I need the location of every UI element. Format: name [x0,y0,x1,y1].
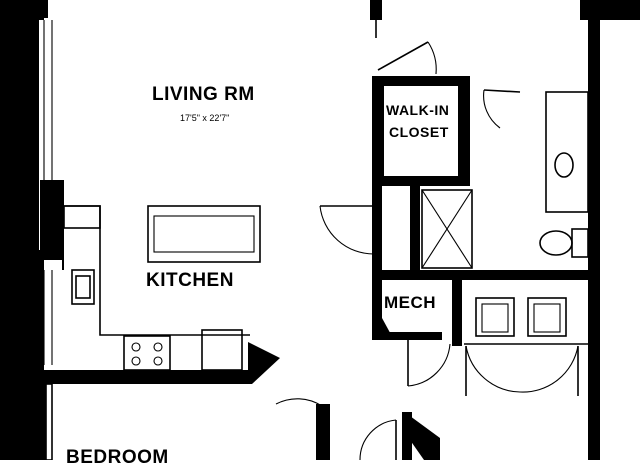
sink-bowl [554,152,574,178]
bedroom-walls [28,342,280,460]
sink-basin [75,275,91,299]
burner-4 [153,356,163,366]
bedroom-closet [359,412,440,460]
bedroom-door-jamb [316,404,330,460]
bedroom-wall-inner [45,383,53,460]
bedroom-wall-top [28,370,248,384]
top-partition [370,0,382,20]
burner-2 [153,342,163,352]
sink [71,269,95,305]
closet-door [483,89,521,129]
left-exterior-wall [0,0,64,460]
bedroom-wall-left [28,370,46,460]
dryer [527,297,567,337]
walk-in-label-line2: CLOSET [389,124,449,140]
closet-door-swing [483,89,501,129]
cooktop [123,335,171,371]
island-outer [147,205,261,263]
bath-door-swing [319,205,375,255]
bathtub [545,91,589,213]
bedroom-closet-post [402,412,412,460]
mech-door-swing [407,343,451,387]
entry-door-swing [427,41,437,75]
mech-door [407,340,451,387]
washer-door [481,303,509,333]
living-room-label: LIVING RM [152,84,255,105]
mech-label: MECH [384,293,437,312]
kitchen-label: KITCHEN [146,270,234,291]
window-mullion [40,180,64,270]
mech-wall-left [372,280,382,340]
mech-wall-right [452,280,462,346]
kitchen-island [147,205,261,263]
burner-3 [131,356,141,366]
closet-wall-top [372,76,468,86]
washer [475,297,515,337]
island-inner [153,215,255,253]
walk-in-label-line1: WALK-IN [386,102,450,118]
shower-diag-b [421,189,473,269]
laundry-swing-b [519,345,579,393]
mech-wall-bottom [382,332,442,340]
shower-pan [421,189,473,269]
refrigerator [201,329,243,371]
closet-wall-right [458,76,470,186]
bedroom-closet-wall [410,416,440,460]
shower-wall-mid [410,186,420,276]
entry-door-leaf [377,41,429,71]
bedroom-wall-chamfer [248,342,280,384]
bedroom-label: BEDROOM [66,447,169,468]
shower-wall-bottom [372,270,588,280]
entry-door [377,41,437,75]
dryer-door [533,303,561,333]
window-gap-lower [44,260,62,370]
laundry-swing-a [465,345,521,393]
laundry-closet [464,297,588,396]
living-room-dimensions: 17'5" x 22'7" [180,113,230,123]
closet-wall-bottom [372,176,470,186]
closet-door-leaf [483,89,521,93]
walk-in-closet-walls [372,76,470,186]
burner-1 [131,342,141,352]
toilet-tank [571,228,589,258]
toilet-bowl [539,230,573,256]
mech-room-walls [372,280,462,346]
bedroom-door [275,398,330,460]
closet-wall-left [372,76,384,186]
bath-door [319,205,375,255]
bedroom-closet-swing [359,419,397,460]
top-left-wall [0,0,48,18]
shower-wall-left [372,186,382,286]
shower-area [372,186,588,286]
top-right-wall [580,0,640,20]
right-wall [588,0,600,460]
bathroom-fixtures [539,91,589,258]
bedroom-door-swing [275,398,323,407]
upper-cabinet [63,205,101,229]
